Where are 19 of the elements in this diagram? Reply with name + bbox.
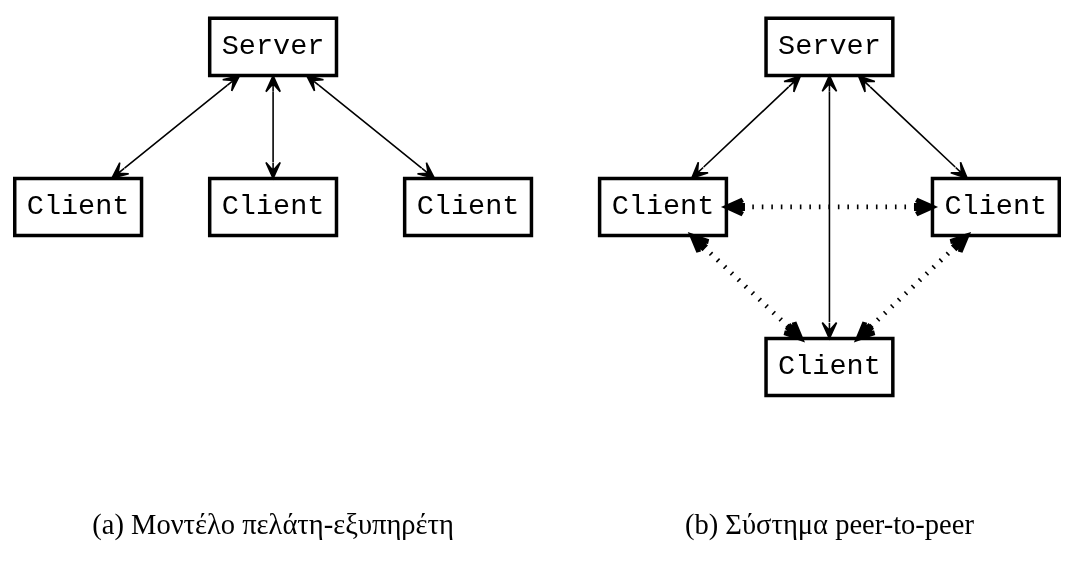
arrow <box>855 233 970 341</box>
arrow <box>690 74 802 179</box>
node-box: Client <box>597 176 729 237</box>
node-box: Client <box>402 176 534 237</box>
node-box: Client <box>764 336 895 397</box>
arrow <box>724 196 935 216</box>
arrow <box>265 74 282 179</box>
arrow <box>689 233 804 341</box>
node-box: Server <box>207 16 339 77</box>
label: (a) Μοντέλο πελάτη-εξυπηρέτη <box>92 508 454 540</box>
arrow <box>111 74 241 179</box>
arrow <box>821 74 838 339</box>
node-box: Client <box>930 176 1061 237</box>
node-box: Server <box>764 16 895 77</box>
arrow <box>857 74 968 179</box>
label: (b) Σύστημα peer-to-peer <box>684 508 974 540</box>
node-box: Client <box>13 176 144 237</box>
node-box: Client <box>207 176 339 237</box>
arrow <box>305 74 436 179</box>
